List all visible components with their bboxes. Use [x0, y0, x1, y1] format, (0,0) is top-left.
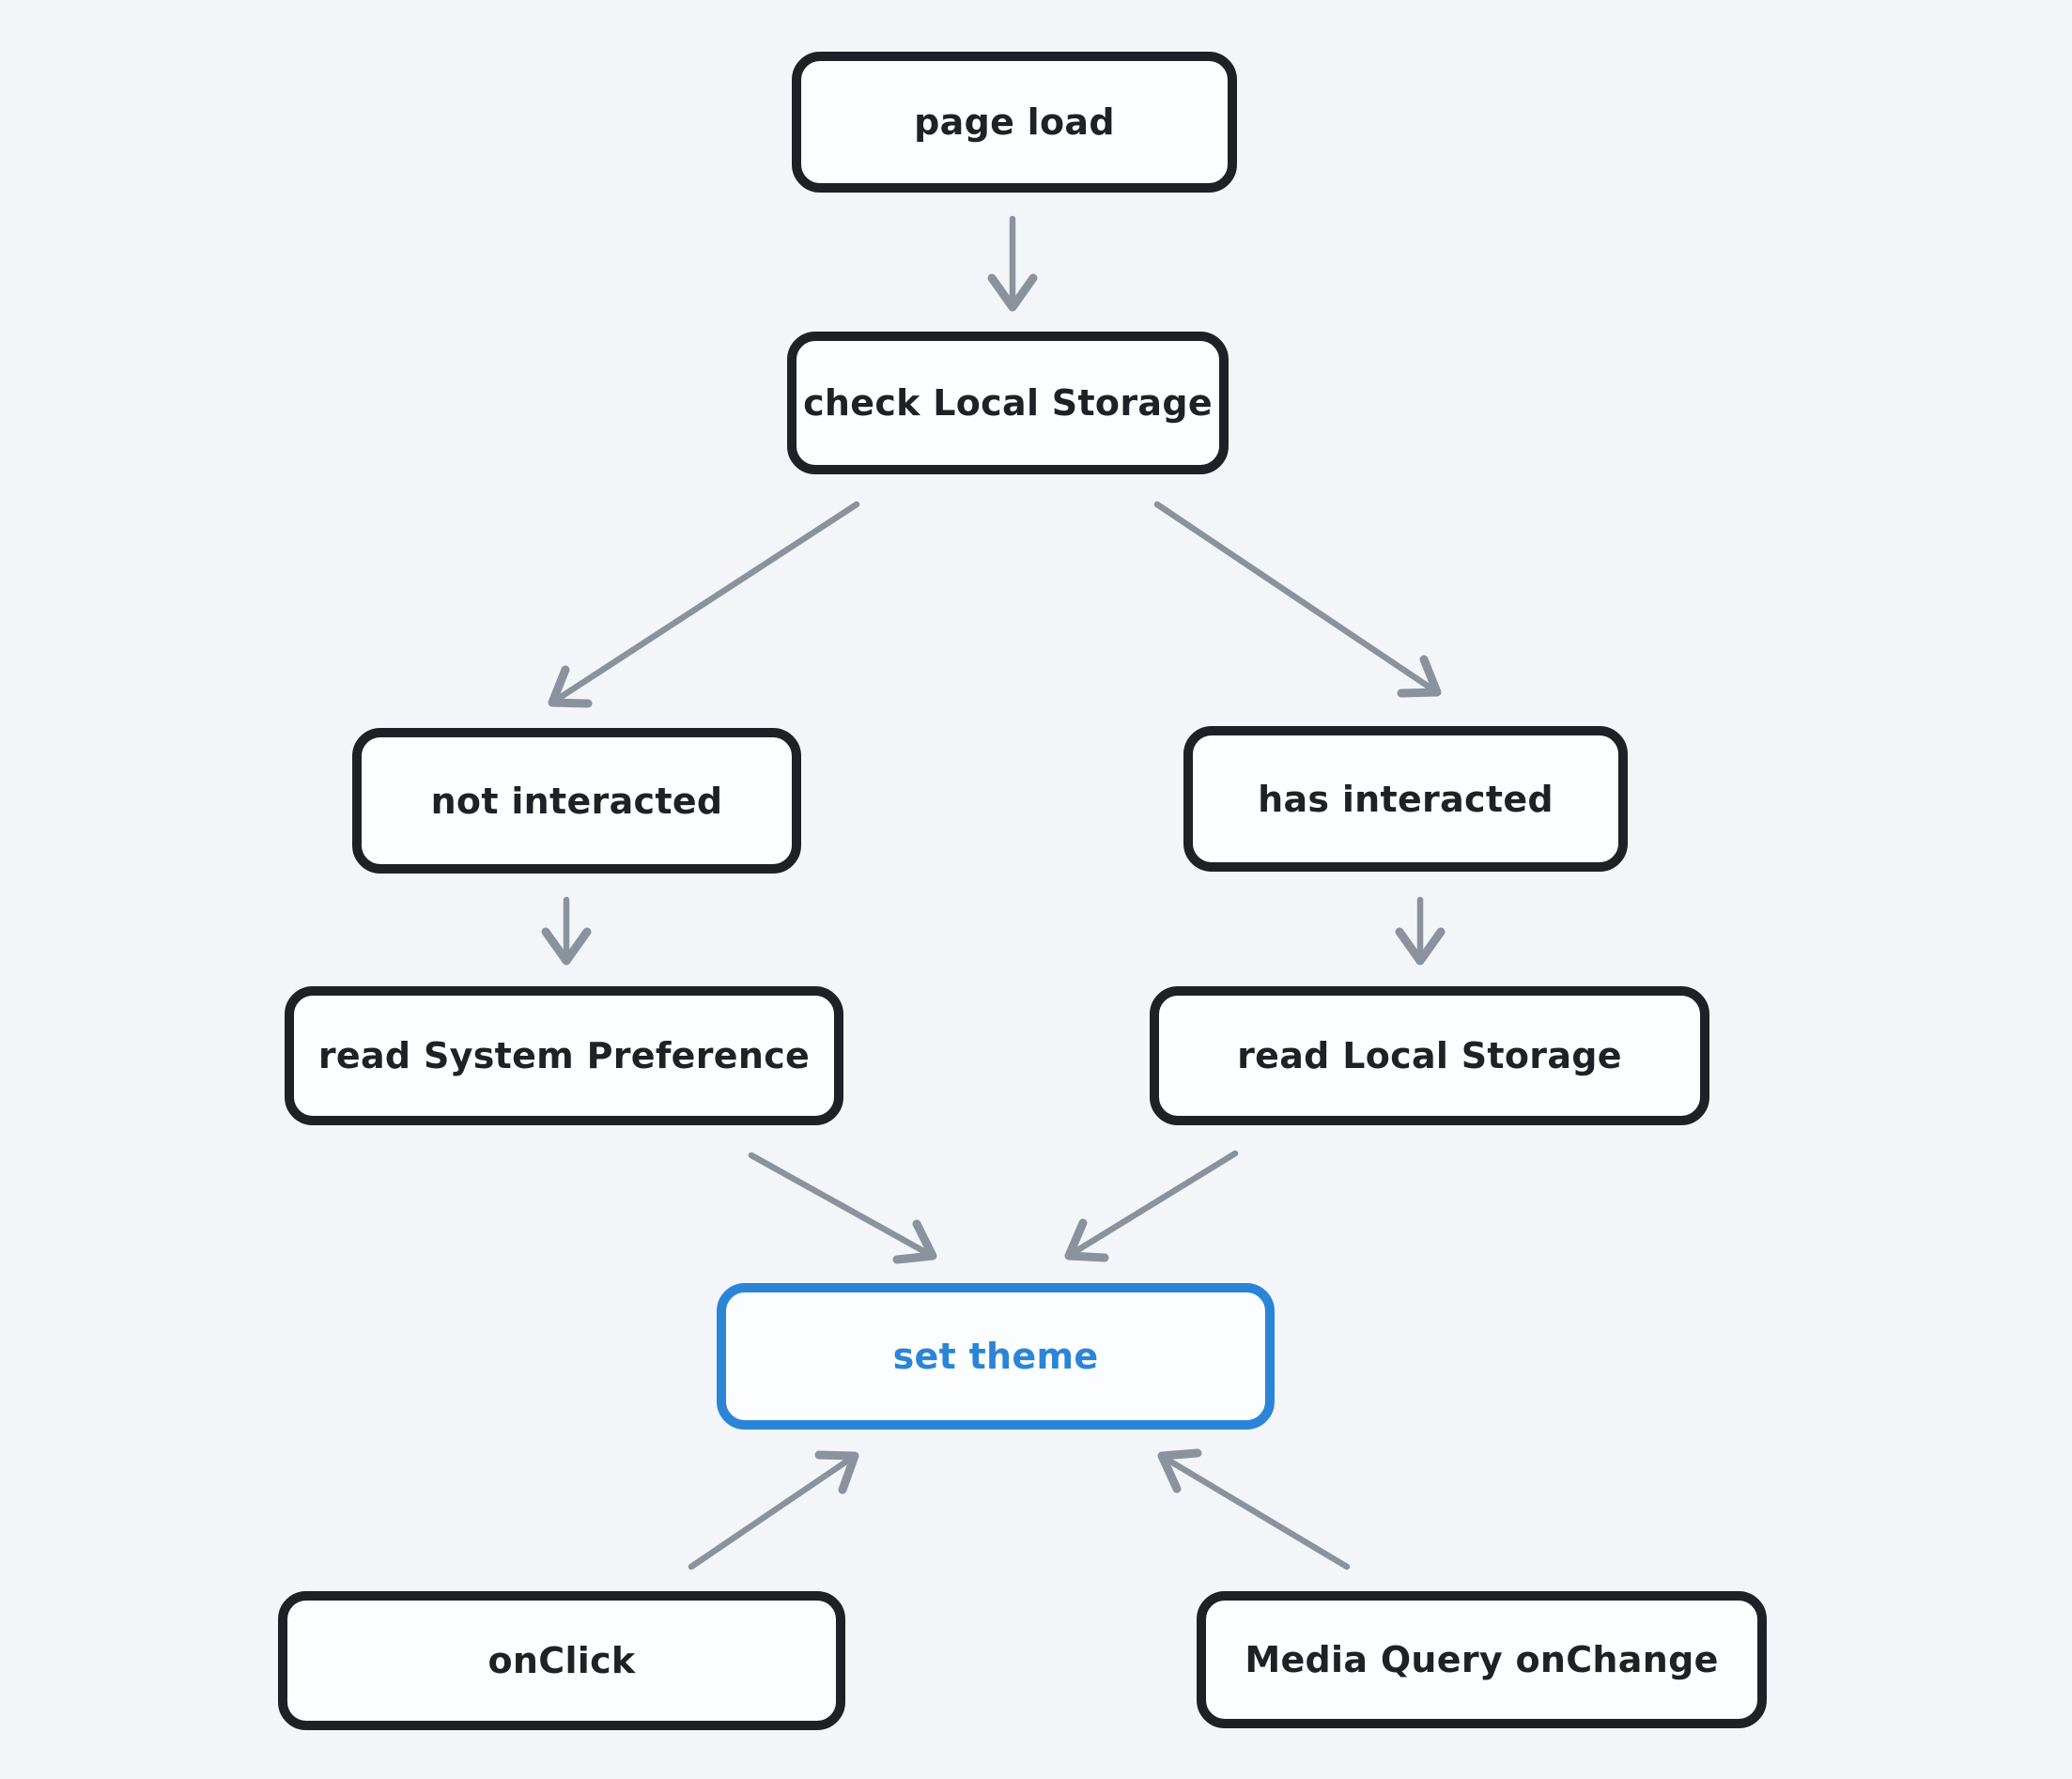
node-onclick[interactable]: onClick: [278, 1591, 845, 1730]
node-check-local-storage[interactable]: check Local Storage: [787, 332, 1229, 474]
node-not-interacted[interactable]: not interacted: [352, 728, 801, 874]
node-read-system-preference[interactable]: read System Preference: [285, 986, 843, 1125]
node-check-local-storage-label: check Local Storage: [803, 382, 1213, 424]
node-read-local-storage-label: read Local Storage: [1237, 1035, 1622, 1076]
arrow-read-system-preference-to-set-theme[interactable]: [748, 1152, 937, 1264]
arrow-page-load-to-check-local-storage[interactable]: [987, 215, 1038, 312]
arrow-has-interacted-to-read-local-storage[interactable]: [1395, 896, 1446, 966]
arrow-read-local-storage-to-set-theme[interactable]: [1064, 1150, 1239, 1262]
arrow-not-interacted-to-read-system-preference[interactable]: [541, 896, 592, 966]
arrow-media-query-onchange-to-set-theme[interactable]: [1157, 1448, 1351, 1570]
node-has-interacted-label: has interacted: [1258, 778, 1554, 820]
arrow-onclick-to-set-theme[interactable]: [688, 1450, 859, 1570]
arrow-check-local-storage-to-not-interacted[interactable]: [548, 501, 860, 708]
node-media-query-onchange-label: Media Query onChange: [1245, 1639, 1719, 1680]
node-set-theme-label: set theme: [892, 1336, 1099, 1377]
arrow-check-local-storage-to-has-interacted[interactable]: [1153, 501, 1442, 698]
node-page-load-label: page load: [914, 101, 1115, 143]
node-not-interacted-label: not interacted: [430, 780, 723, 822]
node-page-load[interactable]: page load: [792, 52, 1237, 193]
node-media-query-onchange[interactable]: Media Query onChange: [1197, 1591, 1767, 1728]
node-read-system-preference-label: read System Preference: [317, 1035, 811, 1076]
node-read-local-storage[interactable]: read Local Storage: [1150, 986, 1709, 1125]
node-set-theme[interactable]: set theme: [717, 1283, 1275, 1430]
node-has-interacted[interactable]: has interacted: [1183, 726, 1628, 872]
node-onclick-label: onClick: [487, 1640, 636, 1681]
